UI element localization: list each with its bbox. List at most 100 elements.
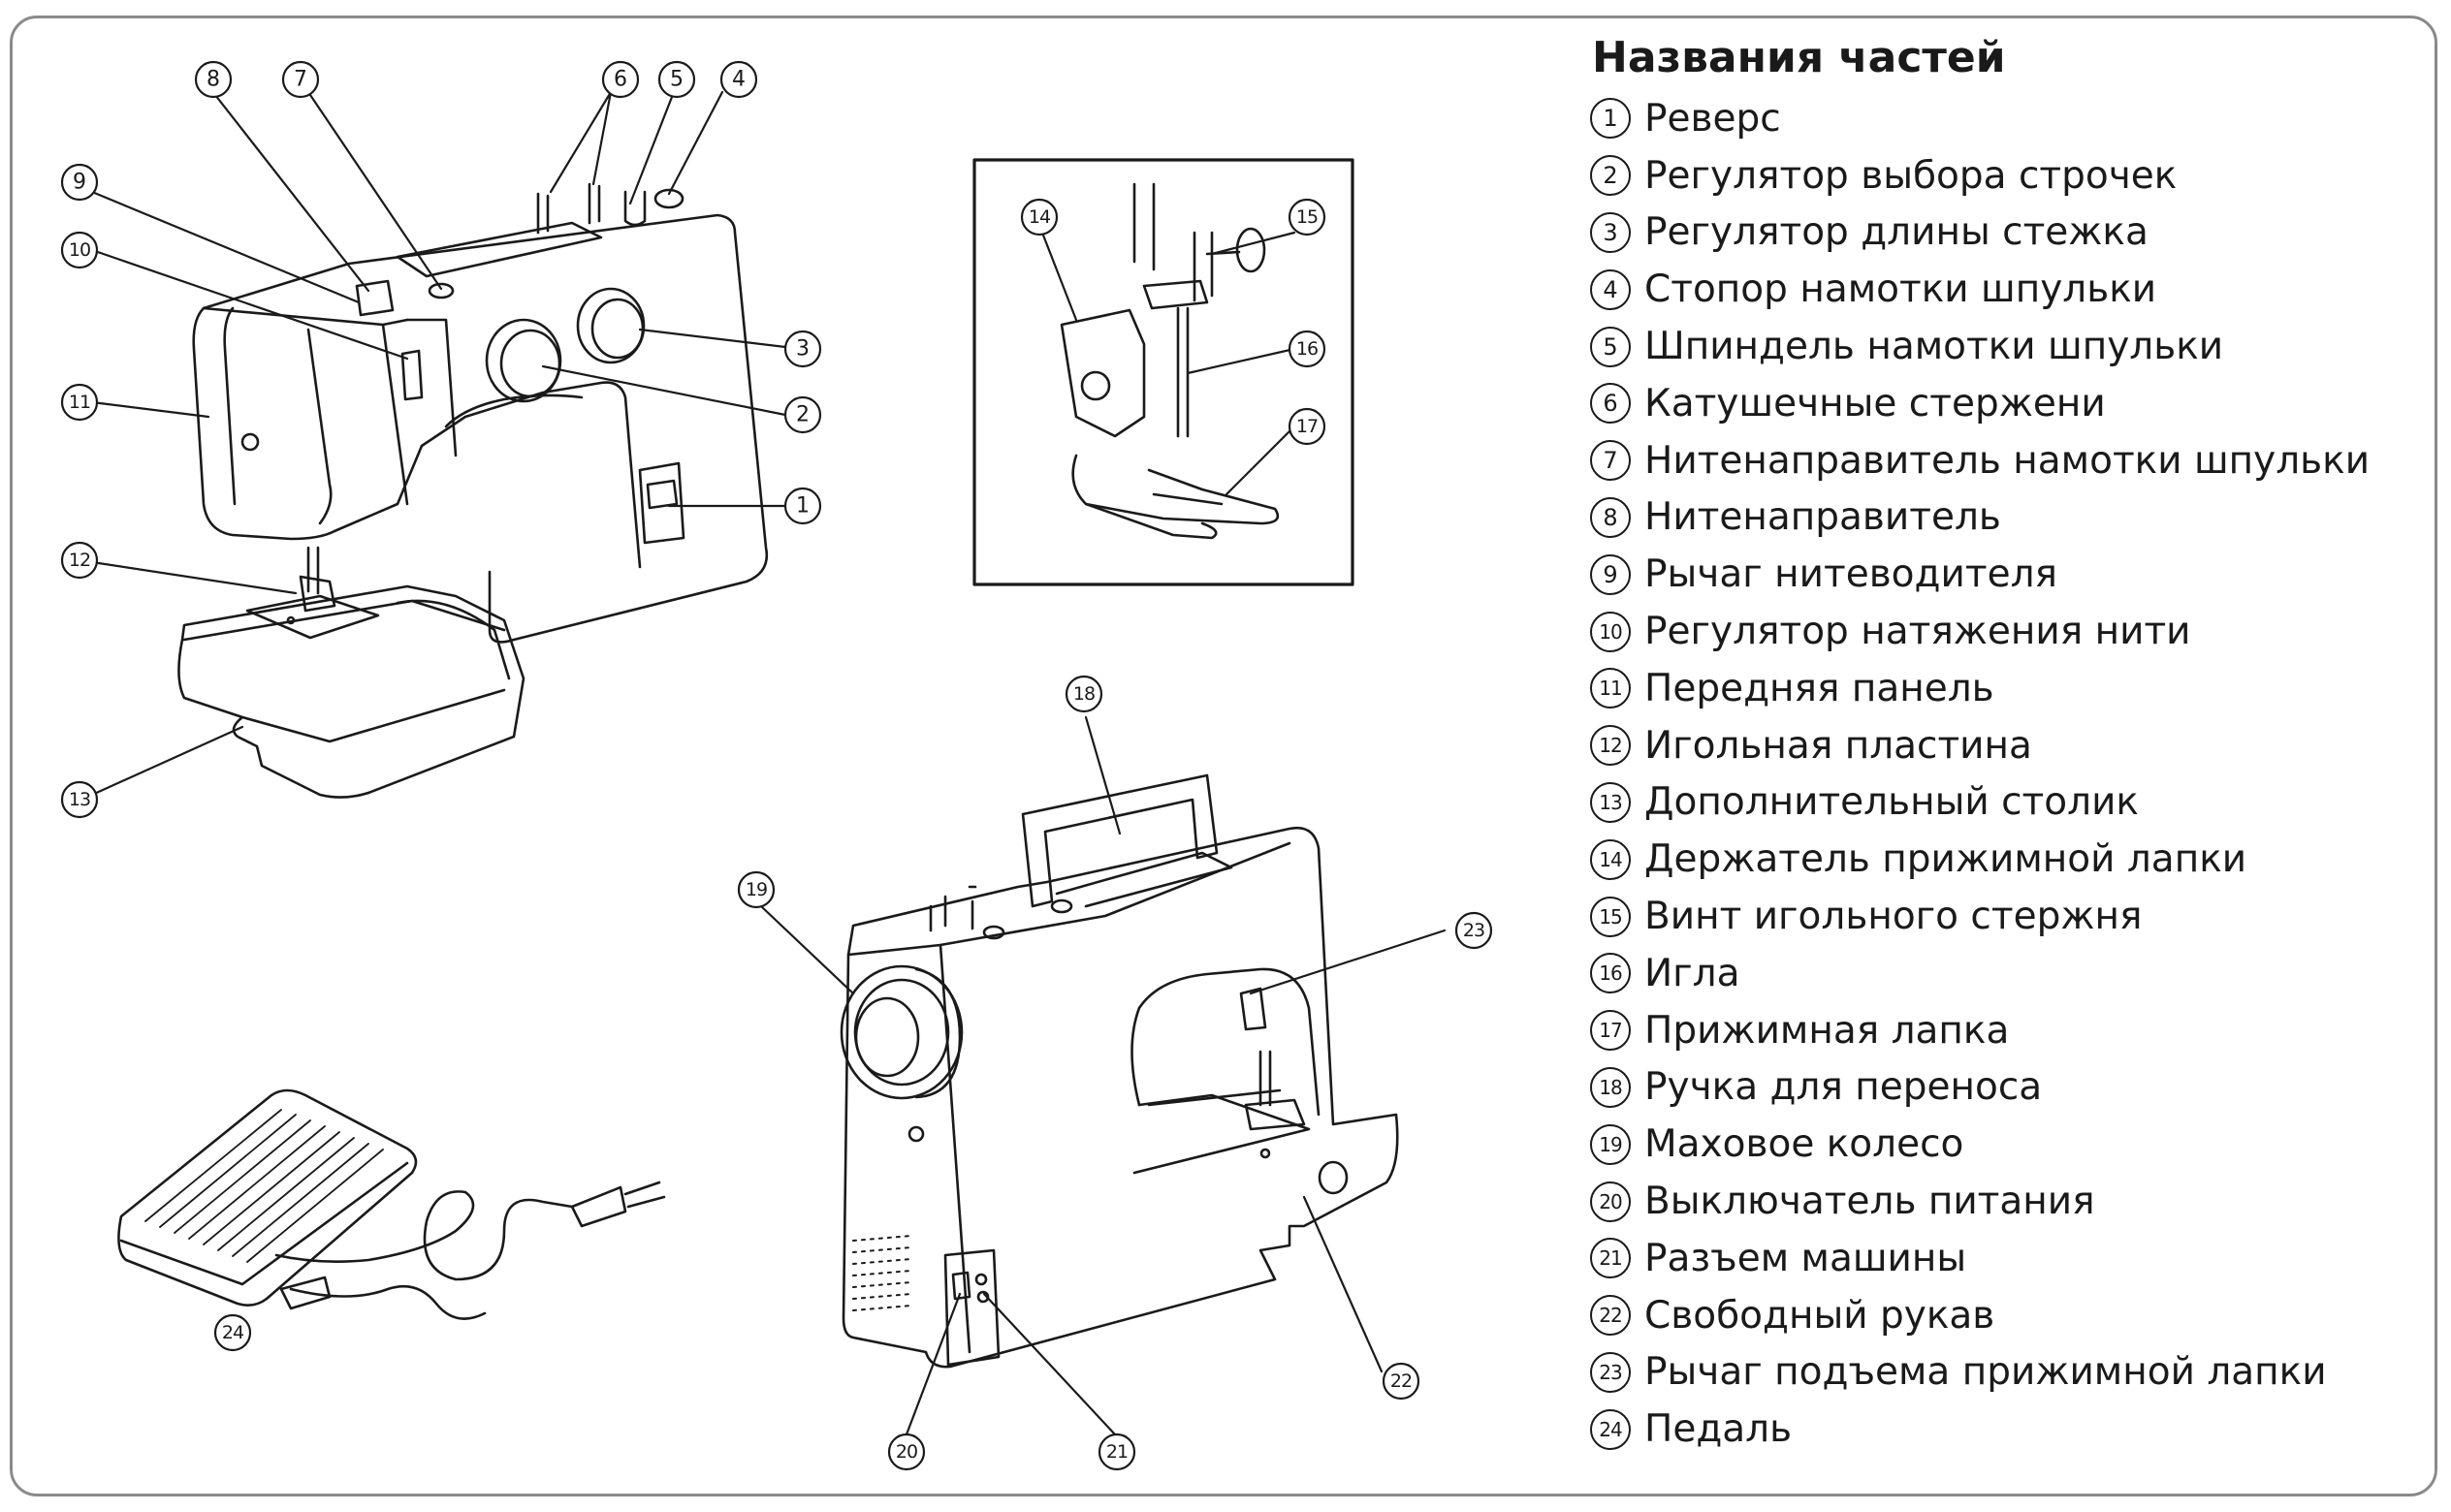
callout-11: 11 xyxy=(69,392,90,413)
legend-item: 6 Катушечные стержени xyxy=(1590,375,2424,432)
legend-item: 22 Свободный рукав xyxy=(1590,1287,2424,1344)
legend-item: 13 Дополнительный столик xyxy=(1590,774,2424,832)
legend-item: 14 Держатель прижимной лапки xyxy=(1590,831,2424,888)
leader-lines xyxy=(90,90,1447,1436)
callout-20: 20 xyxy=(896,1441,917,1463)
legend-item-label: Игла xyxy=(1644,951,1740,995)
legend-item-number: 23 xyxy=(1590,1351,1631,1393)
legend-item-number: 3 xyxy=(1590,211,1631,253)
legend-item: 12 Игольная пластина xyxy=(1590,717,2424,774)
callout-16: 16 xyxy=(1296,338,1318,360)
legend-item-number: 10 xyxy=(1590,611,1631,652)
legend-item: 1 Реверс xyxy=(1590,90,2424,147)
legend-item-label: Регулятор длины стежка xyxy=(1644,210,2149,255)
callout-24: 24 xyxy=(222,1322,244,1343)
legend-item: 17 Прижимная лапка xyxy=(1590,1002,2424,1059)
legend-item-label: Винт игольного стержня xyxy=(1644,895,2143,939)
callout-14: 14 xyxy=(1029,206,1051,228)
callout-8: 8 xyxy=(207,68,220,92)
legend-item-label: Передняя панель xyxy=(1644,666,1994,710)
legend-item-label: Ручка для переноса xyxy=(1644,1065,2043,1110)
legend-item-label: Реверс xyxy=(1644,96,1781,141)
legend-title: Названия частей xyxy=(1592,33,2006,82)
legend-item-label: Шпиндель намотки шпульки xyxy=(1644,325,2224,369)
legend-item-label: Дополнительный столик xyxy=(1644,780,2139,825)
legend-item-number: 9 xyxy=(1590,553,1631,595)
callout-19: 19 xyxy=(746,879,767,900)
callout-5: 5 xyxy=(670,68,684,92)
legend-item: 9 Рычаг нитеводителя xyxy=(1590,546,2424,603)
legend-item-number: 15 xyxy=(1590,896,1631,937)
legend-item: 3 Регулятор длины стежка xyxy=(1590,205,2424,262)
legend-item-number: 19 xyxy=(1590,1123,1631,1165)
legend-item-label: Прижимная лапка xyxy=(1644,1008,2010,1053)
callout-22: 22 xyxy=(1390,1370,1412,1392)
legend-item: 10 Регулятор натяжения нити xyxy=(1590,603,2424,660)
legend-item-number: 22 xyxy=(1590,1295,1631,1337)
legend-item-number: 11 xyxy=(1590,668,1631,709)
legend-item-label: Свободный рукав xyxy=(1644,1293,1995,1338)
back-view-machine xyxy=(840,773,1399,1369)
legend-item-number: 16 xyxy=(1590,953,1631,994)
callout-10: 10 xyxy=(69,239,90,261)
legend-item-number: 5 xyxy=(1590,326,1631,367)
legend-item: 15 Винт игольного стержня xyxy=(1590,888,2424,945)
legend-item: 5 Шпиндель намотки шпульки xyxy=(1590,318,2424,375)
legend-item-label: Стопор намотки шпульки xyxy=(1644,268,2157,312)
legend-item-label: Игольная пластина xyxy=(1644,723,2032,768)
callout-13: 13 xyxy=(69,789,90,810)
legend-item: 21 Разъем машины xyxy=(1590,1230,2424,1287)
callout-3: 3 xyxy=(796,337,810,362)
legend-item-number: 6 xyxy=(1590,383,1631,425)
callout-9: 9 xyxy=(73,171,86,195)
legend-item: 20 Выключатель питания xyxy=(1590,1173,2424,1230)
legend-item: 2 Регулятор выбора строчек xyxy=(1590,147,2424,205)
legend-item: 18 Ручка для переноса xyxy=(1590,1059,2424,1117)
legend-item: 8 Нитенаправитель xyxy=(1590,489,2424,547)
legend-item: 11 Передняя панель xyxy=(1590,660,2424,717)
legend-item-label: Нитенаправитель намотки шпульки xyxy=(1644,438,2371,483)
callout-21: 21 xyxy=(1106,1441,1128,1463)
legend-item-number: 7 xyxy=(1590,440,1631,482)
callout-numbers: 1 2 3 4 5 6 7 8 9 10 11 12 13 14 15 16 1… xyxy=(69,68,1485,1464)
callout-15: 15 xyxy=(1296,206,1318,228)
legend-item: 23 Рычаг подъема прижимной лапки xyxy=(1590,1344,2424,1402)
legend-item-label: Регулятор натяжения нити xyxy=(1644,610,2191,654)
legend-item-label: Рычаг нитеводителя xyxy=(1644,552,2057,597)
legend-item-number: 12 xyxy=(1590,725,1631,767)
legend-item-number: 21 xyxy=(1590,1238,1631,1279)
page-frame xyxy=(10,16,2437,1496)
legend-item-label: Выключатель питания xyxy=(1644,1180,2095,1224)
legend-item-number: 8 xyxy=(1590,496,1631,538)
callout-2: 2 xyxy=(796,403,810,427)
legend-item-number: 4 xyxy=(1590,268,1631,310)
legend-item-number: 1 xyxy=(1590,98,1631,140)
legend-item-number: 18 xyxy=(1590,1066,1631,1108)
legend-item-number: 20 xyxy=(1590,1181,1631,1222)
legend-item: 7 Нитенаправитель намотки шпульки xyxy=(1590,432,2424,489)
legend-item-label: Рычаг подъема прижимной лапки xyxy=(1644,1350,2327,1395)
legend-item-label: Нитенаправитель xyxy=(1644,495,2001,540)
callout-1: 1 xyxy=(796,494,810,519)
callout-circles xyxy=(60,60,1493,1471)
front-view-machine xyxy=(177,182,769,799)
legend-item: 4 Стопор намотки шпульки xyxy=(1590,261,2424,318)
legend-item-label: Держатель прижимной лапки xyxy=(1644,837,2247,882)
parts-legend: Названия частей 1 Реверс 2 Регулятор выбора… xyxy=(1590,33,2424,1458)
callout-4: 4 xyxy=(732,68,746,92)
legend-item-number: 24 xyxy=(1590,1408,1631,1450)
callout-7: 7 xyxy=(294,68,307,92)
legend-item-number: 14 xyxy=(1590,838,1631,880)
callout-12: 12 xyxy=(69,550,90,571)
legend-item-number: 2 xyxy=(1590,155,1631,197)
presser-foot-detail xyxy=(972,158,1354,586)
legend-item-label: Катушечные стержени xyxy=(1644,381,2106,425)
legend-item-number: 13 xyxy=(1590,781,1631,823)
legend-item-label: Разъем машины xyxy=(1644,1236,1967,1280)
legend-item-label: Регулятор выбора строчек xyxy=(1644,153,2178,198)
legend-item-number: 17 xyxy=(1590,1010,1631,1052)
